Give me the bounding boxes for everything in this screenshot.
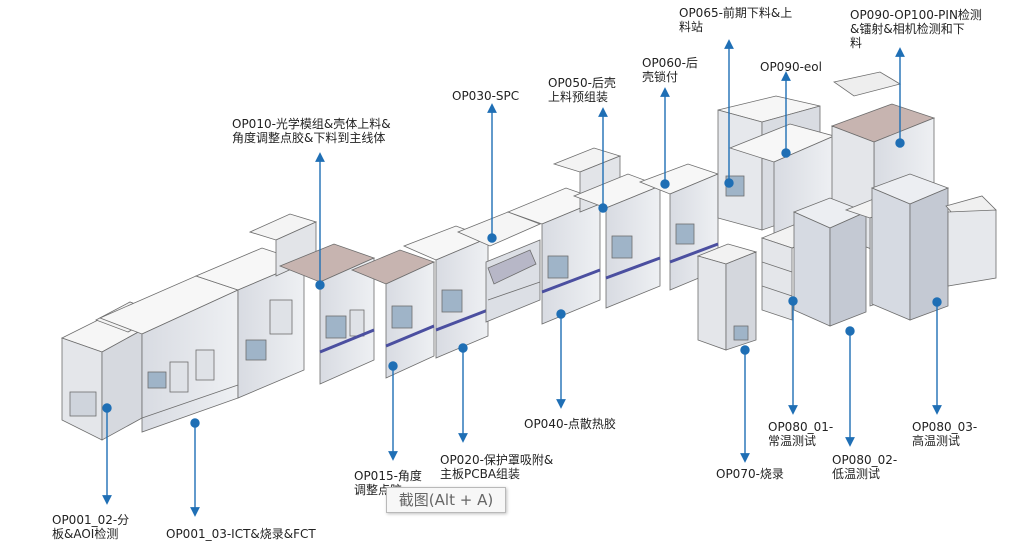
label-op065-line2: 料站 (679, 20, 704, 34)
arrow-op015 (388, 361, 398, 461)
arrow-op040 (556, 309, 566, 409)
label-op060-line1: OP060-后 (642, 56, 698, 70)
label-op050-line2: 上料预组装 (548, 90, 609, 104)
arrow-op001-03 (190, 418, 200, 517)
label-op010-line1: OP010-光学模组&壳体上料& (232, 117, 391, 131)
machine-op080-02 (792, 197, 868, 327)
arrow-op050 (598, 107, 608, 213)
label-op080-02-line1: OP080_02- (832, 453, 898, 467)
label-op020: OP020-保护罩吸附& 主板PCBA组装 (440, 453, 553, 481)
arrow-op020 (458, 343, 468, 443)
label-op090-eol: OP090-eol (760, 60, 822, 74)
label-op060-line2: 壳锁付 (642, 70, 679, 84)
label-op001-02-line2: 板&AOI检测 (52, 527, 119, 541)
label-op015-line1: OP015-角度 (354, 469, 422, 483)
machine-op080-03 (870, 173, 997, 321)
label-op050: OP050-后壳 上料预组装 (548, 76, 616, 104)
arrow-op090-eol (781, 71, 791, 158)
label-op020-line1: OP020-保护罩吸附& (440, 453, 554, 467)
arrow-op060 (660, 87, 670, 189)
arrow-op030 (487, 103, 497, 243)
machine-op001-03 (98, 275, 240, 433)
machine-op001-02 (60, 301, 161, 441)
arrow-op070 (740, 345, 750, 463)
machine-op015 (350, 249, 436, 379)
machine-line (60, 71, 997, 441)
label-op080-02-line2: 低温测试 (832, 467, 881, 481)
label-op065-line1: OP065-前期下料&上 (679, 6, 793, 20)
label-op010: OP010-光学模组&壳体上料& 角度调整点胶&下料到主线体 (232, 117, 391, 145)
callout-arrows (102, 39, 942, 517)
arrow-op065 (724, 39, 734, 188)
label-op001-03: OP001_03-ICT&烧录&FCT (166, 527, 316, 541)
label-op020-line2: 主板PCBA组装 (440, 467, 521, 481)
label-op030-line1: OP030-SPC (452, 89, 520, 103)
label-op080-01-line1: OP080_01- (768, 420, 834, 434)
machine-op010 (278, 243, 376, 385)
label-op001-03-line1: OP001_03-ICT&烧录&FCT (166, 527, 316, 541)
label-op070: OP070-烧录 (716, 467, 784, 481)
label-op080-03-line1: OP080_03- (912, 420, 978, 434)
label-op080-01: OP080_01- 常温测试 (768, 420, 833, 448)
label-op080-03-line2: 高温测试 (912, 434, 961, 448)
label-op090-op100-line2: &镭射&相机检测和下 (850, 22, 965, 36)
label-op001-02: OP001_02-分 板&AOI检测 (52, 513, 129, 541)
machine-op050 (572, 173, 662, 309)
label-op040-line1: OP040-点散热胶 (524, 417, 616, 431)
label-op080-01-line2: 常温测试 (768, 434, 817, 448)
machine-op030 (456, 211, 542, 323)
arrow-op090-op100 (895, 47, 905, 148)
arrow-op080-03 (932, 297, 942, 415)
label-op050-line1: OP050-后壳 (548, 76, 616, 90)
label-op040: OP040-点散热胶 (524, 417, 616, 431)
label-op060: OP060-后 壳锁付 (642, 56, 698, 84)
label-op090-op100-line1: OP090-OP100-PIN检测 (850, 8, 982, 22)
label-op090-eol-line1: OP090-eol (760, 60, 822, 74)
arrow-op080-02 (845, 326, 855, 447)
label-op070-line1: OP070-烧录 (716, 467, 784, 481)
label-op065: OP065-前期下料&上 料站 (679, 6, 792, 34)
arrow-op080-01 (788, 296, 798, 415)
label-op080-02: OP080_02- 低温测试 (832, 453, 897, 481)
label-op090-op100: OP090-OP100-PIN检测 &镭射&相机检测和下 料 (850, 8, 982, 50)
label-op080-03: OP080_03- 高温测试 (912, 420, 977, 448)
label-op001-02-line1: OP001_02-分 (52, 513, 130, 527)
label-op030: OP030-SPC (452, 89, 519, 103)
arrow-op010 (315, 152, 325, 290)
machine-op070 (696, 243, 758, 351)
label-op010-line2: 角度调整点胶&下料到主线体 (232, 131, 386, 145)
label-op090-op100-line3: 料 (850, 36, 863, 50)
screenshot-tooltip: 截图(Alt + A) (386, 487, 506, 513)
arrow-op001-02 (102, 403, 112, 505)
